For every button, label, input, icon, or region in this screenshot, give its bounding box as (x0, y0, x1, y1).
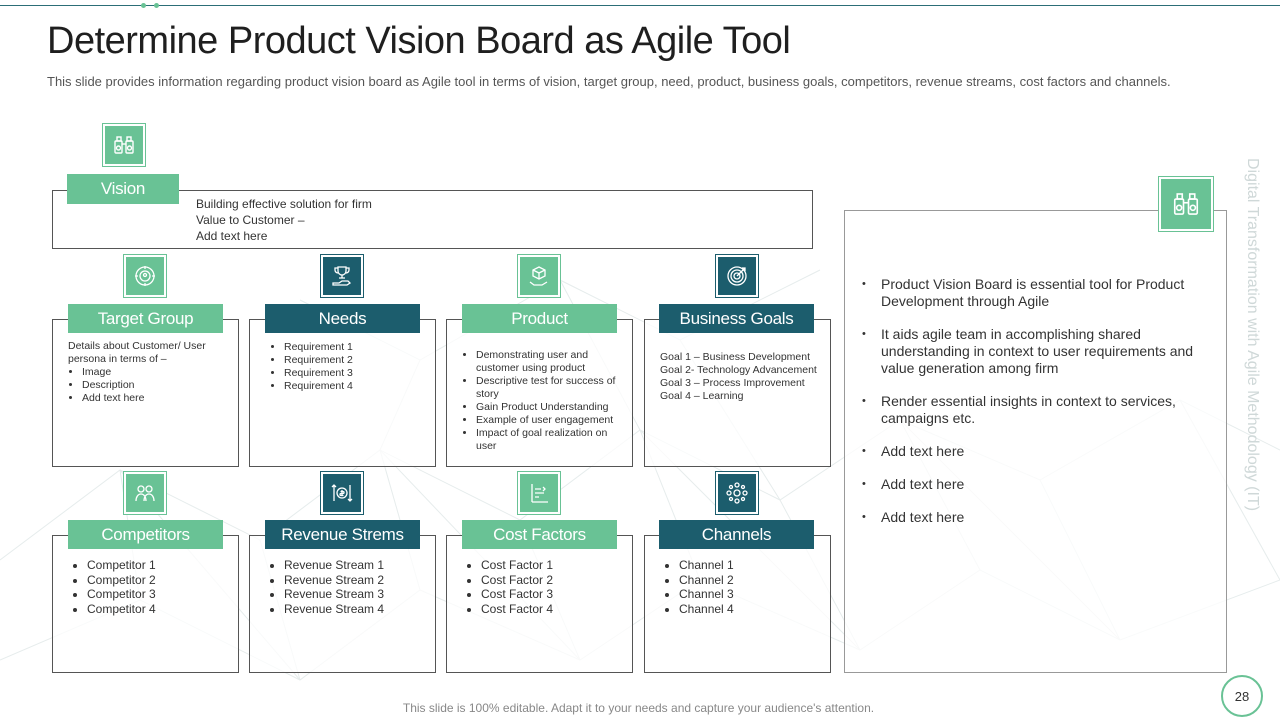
list-item: Competitor 4 (87, 602, 228, 617)
target-group-label: Target Group (68, 304, 223, 333)
footer-note: This slide is 100% editable. Adapt it to… (402, 701, 875, 715)
cost-factors-card (446, 535, 633, 673)
list-item: Description (82, 379, 228, 392)
summary-item: Render essential insights in context to … (862, 393, 1202, 427)
list-item: Revenue Stream 4 (284, 602, 425, 617)
list-item: Competitor 3 (87, 587, 228, 602)
top-rule-dot (154, 3, 159, 8)
page-title: Determine Product Vision Board as Agile … (47, 20, 791, 62)
vision-card (52, 190, 813, 249)
summary-item: Add text here (862, 443, 1202, 460)
list-item: Impact of goal realization on user (476, 427, 622, 453)
list-item: Requirement 3 (284, 367, 425, 380)
goal-line: Goal 4 – Learning (660, 390, 744, 402)
competitors-text: Competitor 1 Competitor 2 Competitor 3 C… (68, 558, 228, 616)
list-item: Cost Factor 1 (481, 558, 622, 573)
target-group-intro: Details about Customer/ User persona in … (68, 340, 206, 365)
top-rule (0, 5, 1280, 6)
vision-line: Add text here (196, 229, 268, 243)
revenue-streams-card (249, 535, 436, 673)
goal-line: Goal 2- Technology Advancement (660, 364, 817, 376)
team-target-icon (123, 254, 167, 298)
summary-item: It aids agile team in accomplishing shar… (862, 326, 1202, 377)
list-item: Add text here (82, 392, 228, 405)
revenue-streams-text: Revenue Stream 1 Revenue Stream 2 Revenu… (265, 558, 425, 616)
network-icon (715, 471, 759, 515)
list-item: Competitor 1 (87, 558, 228, 573)
target-group-text: Details about Customer/ User persona in … (68, 340, 228, 405)
product-text: Demonstrating user and customer using pr… (462, 349, 622, 453)
box-hand-icon (517, 254, 561, 298)
product-label: Product (462, 304, 617, 333)
list-item: Revenue Stream 2 (284, 573, 425, 588)
competitors-card (52, 535, 239, 673)
side-title: Digital Transformation with Agile Method… (1244, 158, 1261, 512)
vision-text: Building effective solution for firm Val… (196, 196, 372, 244)
competitors-icon (123, 471, 167, 515)
list-item: Example of user engagement (476, 414, 622, 427)
list-item: Demonstrating user and customer using pr… (476, 349, 622, 375)
list-item: Channel 4 (679, 602, 820, 617)
list-item: Channel 3 (679, 587, 820, 602)
list-item: Revenue Stream 1 (284, 558, 425, 573)
revenue-streams-label: Revenue Strems (265, 520, 420, 549)
business-goals-card (644, 319, 831, 467)
top-rule-dot (141, 3, 146, 8)
list-item: Channel 1 (679, 558, 820, 573)
list-item: Cost Factor 4 (481, 602, 622, 617)
channels-label: Channels (659, 520, 814, 549)
list-item: Requirement 1 (284, 341, 425, 354)
list-item: Descriptive test for success of story (476, 375, 622, 401)
list-item: Competitor 2 (87, 573, 228, 588)
business-goals-text: Goal 1 – Business Development Goal 2- Te… (660, 351, 825, 403)
cost-factors-text: Cost Factor 1 Cost Factor 2 Cost Factor … (462, 558, 622, 616)
list-item: Cost Factor 3 (481, 587, 622, 602)
summary-item: Product Vision Board is essential tool f… (862, 276, 1202, 310)
competitors-label: Competitors (68, 520, 223, 549)
list-item: Channel 2 (679, 573, 820, 588)
summary-list: Product Vision Board is essential tool f… (862, 276, 1202, 542)
needs-text: Requirement 1 Requirement 2 Requirement … (270, 341, 425, 393)
target-icon (715, 254, 759, 298)
vision-line: Building effective solution for firm (196, 197, 372, 211)
revenue-icon (320, 471, 364, 515)
channels-text: Channel 1 Channel 2 Channel 3 Channel 4 (660, 558, 820, 616)
page-subtitle: This slide provides information regardin… (47, 74, 1171, 89)
list-item: Cost Factor 2 (481, 573, 622, 588)
page-number: 28 (1221, 675, 1263, 717)
list-item: Gain Product Understanding (476, 401, 622, 414)
summary-item: Add text here (862, 476, 1202, 493)
goal-line: Goal 1 – Business Development (660, 351, 810, 363)
list-item: Revenue Stream 3 (284, 587, 425, 602)
list-item: Image (82, 366, 228, 379)
cost-factors-label: Cost Factors (462, 520, 617, 549)
product-card (446, 319, 633, 467)
cost-factors-icon (517, 471, 561, 515)
binoculars-icon (1158, 176, 1214, 232)
vision-label: Vision (67, 174, 179, 204)
binoculars-icon (102, 123, 146, 167)
trophy-hand-icon (320, 254, 364, 298)
goal-line: Goal 3 – Process Improvement (660, 377, 805, 389)
list-item: Requirement 4 (284, 380, 425, 393)
business-goals-label: Business Goals (659, 304, 814, 333)
summary-item: Add text here (862, 509, 1202, 526)
vision-line: Value to Customer – (196, 213, 305, 227)
needs-label: Needs (265, 304, 420, 333)
list-item: Requirement 2 (284, 354, 425, 367)
